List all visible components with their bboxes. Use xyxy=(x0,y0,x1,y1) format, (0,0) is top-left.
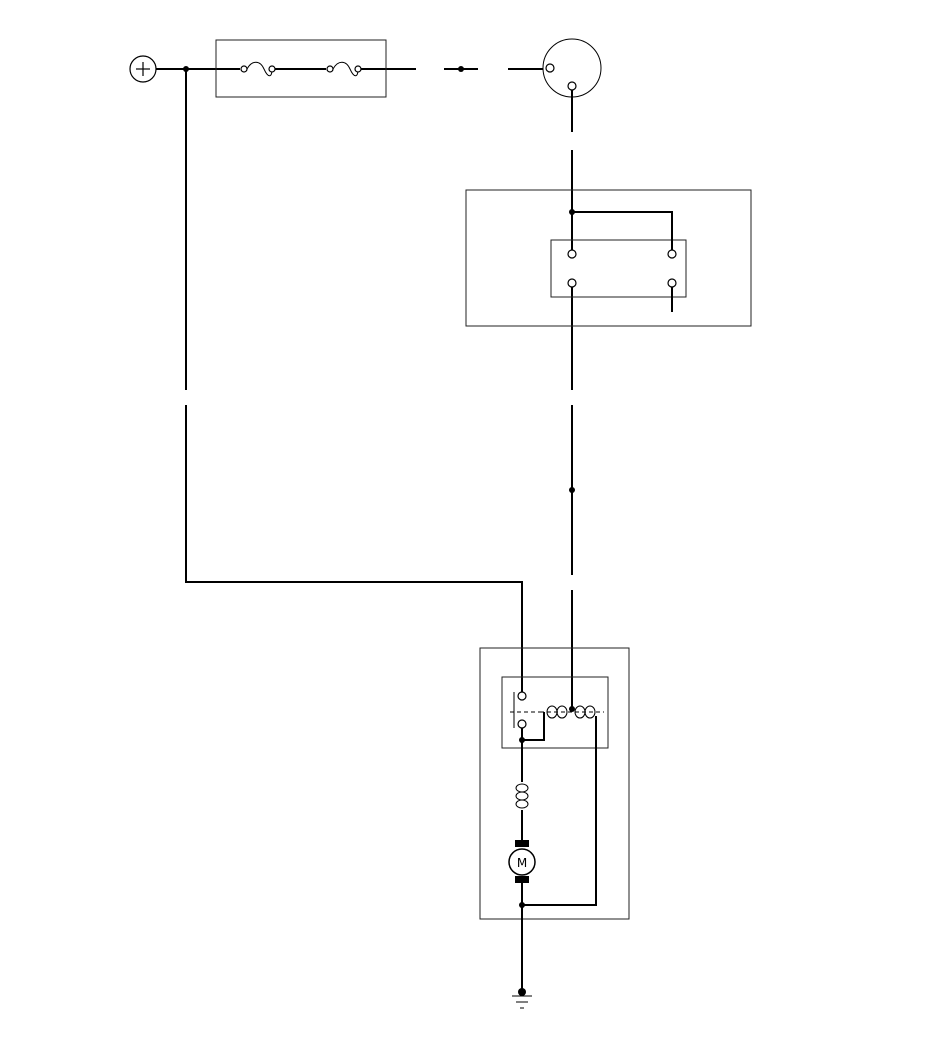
connector-dot xyxy=(569,487,575,493)
motor-icon: M xyxy=(508,840,536,905)
fuse-box xyxy=(215,39,387,98)
fuse-icon xyxy=(326,61,362,77)
power-wire xyxy=(185,69,523,692)
motor-label: M xyxy=(517,856,527,870)
relay-box xyxy=(501,676,609,749)
switch-connector xyxy=(550,239,687,298)
coil-icon xyxy=(515,740,529,840)
ground-icon xyxy=(512,988,532,1009)
battery-positive-icon xyxy=(129,55,157,83)
pin xyxy=(567,249,577,259)
connector-dot xyxy=(458,66,464,72)
switch-icon xyxy=(542,38,602,98)
coil-icon xyxy=(540,705,604,719)
motor-assembly-box xyxy=(479,647,630,920)
fuse-icon xyxy=(240,61,276,77)
pin xyxy=(667,278,677,288)
pin xyxy=(667,249,677,259)
pin xyxy=(567,278,577,288)
switch-module-box xyxy=(465,189,752,327)
relay-internal-wiring xyxy=(522,712,597,906)
switch-module-wiring xyxy=(572,211,673,312)
relay-icon xyxy=(510,691,540,740)
